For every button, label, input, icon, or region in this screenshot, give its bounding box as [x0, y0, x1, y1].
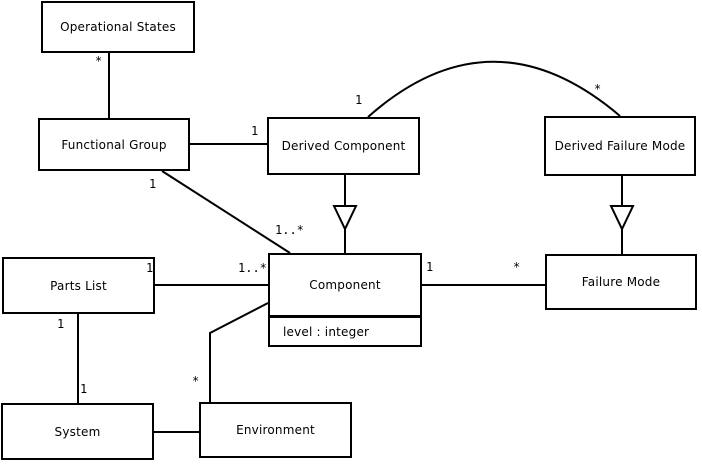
- generalization-triangle-component: [332, 205, 358, 232]
- multiplicity-failure-mode-star: *: [513, 260, 521, 274]
- class-name-label: Derived Component: [281, 139, 406, 153]
- class-functional-group: Functional Group: [38, 118, 190, 171]
- class-parts-list: Parts List: [2, 257, 155, 314]
- class-name-label: Environment: [236, 423, 315, 437]
- multiplicity-parts-list-system-one-top: 1: [57, 317, 65, 331]
- class-derived-failure-mode: Derived Failure Mode: [544, 116, 696, 176]
- multiplicity-arc-derived-component-one: 1: [355, 93, 363, 107]
- multiplicity-derived-component-one: 1: [251, 124, 259, 138]
- class-name-label: Parts List: [50, 278, 107, 293]
- multiplicity-functional-group-one: 1: [149, 177, 157, 191]
- multiplicity-environment-star: *: [192, 374, 200, 388]
- edge-functional-group-component: [161, 170, 291, 254]
- class-name-label: Component: [309, 278, 381, 292]
- multiplicity-operational-states-star: *: [95, 54, 103, 68]
- class-system: System: [1, 403, 154, 460]
- class-name-label: Failure Mode: [581, 275, 661, 289]
- component-name-compartment: Component: [270, 255, 420, 318]
- component-attribute-compartment: level : integer: [270, 318, 420, 345]
- class-name-label: Derived Failure Mode: [554, 139, 686, 153]
- multiplicity-component-one: 1: [426, 260, 434, 274]
- class-name-label: Operational States: [60, 20, 176, 34]
- class-operational-states: Operational States: [41, 1, 195, 53]
- class-attribute-label: level : integer: [283, 324, 370, 339]
- multiplicity-component-one-to-many-fg: 1..*: [275, 223, 304, 237]
- multiplicity-arc-derived-failure-mode-star: *: [594, 82, 602, 96]
- multiplicity-component-one-to-many-pl: 1..*: [238, 261, 267, 275]
- multiplicity-parts-list-one: 1: [146, 261, 154, 275]
- multiplicity-parts-list-system-one-bottom: 1: [80, 382, 88, 396]
- edge-environment-component: [209, 302, 269, 402]
- class-name-label: Functional Group: [61, 137, 167, 152]
- class-derived-component: Derived Component: [267, 117, 420, 175]
- class-name-label: System: [54, 424, 101, 439]
- class-failure-mode: Failure Mode: [545, 254, 697, 310]
- class-environment: Environment: [199, 402, 352, 458]
- class-component: Component level : integer: [268, 253, 422, 347]
- generalization-triangle-failure-mode: [609, 205, 635, 232]
- edge-derived-component-derived-failure-mode-arc: [367, 60, 621, 118]
